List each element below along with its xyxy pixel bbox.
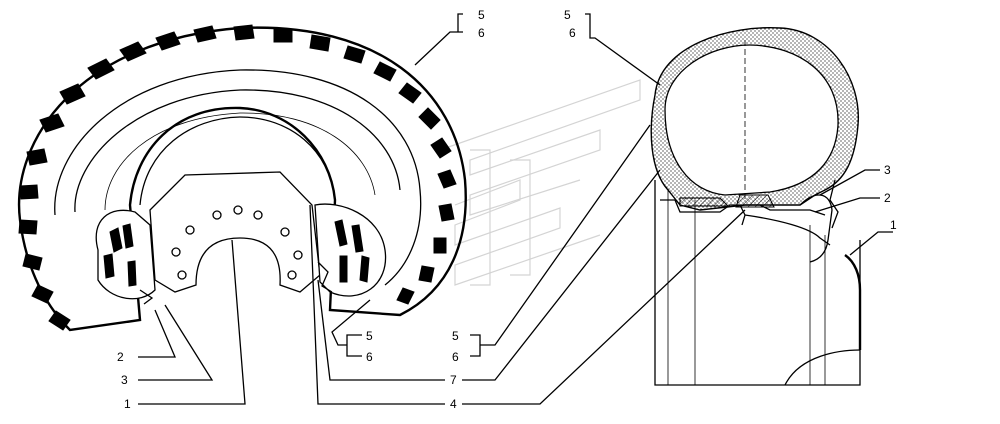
callout-3-left: 3: [121, 373, 128, 387]
callout-mid-left-6: 6: [366, 350, 373, 364]
callout-1-left: 1: [124, 397, 131, 411]
callout-mid-right-5: 5: [452, 329, 459, 343]
callout-mid-right-6: 6: [452, 350, 459, 364]
inner-tube: [664, 44, 839, 196]
callout-1-right: 1: [890, 218, 897, 232]
callout-mid-left-5: 5: [366, 329, 373, 343]
tube-section-right: [314, 203, 387, 297]
wheel-disc: [149, 171, 321, 293]
callout-3-right: 3: [884, 163, 891, 177]
callout-2-left: 2: [117, 350, 124, 364]
callout-top-right-5: 5: [564, 8, 571, 22]
callout-2-right: 2: [884, 191, 891, 205]
callout-7: 7: [450, 373, 457, 387]
callout-top-right-6: 6: [569, 26, 576, 40]
leader-lines: [138, 13, 893, 405]
background-watermark: [439, 79, 641, 286]
callout-top-left-6: 6: [478, 26, 485, 40]
tyre-cutaway-view: [17, 24, 467, 332]
tread-pattern: [18, 24, 457, 331]
tyre-cross-section-view: [650, 27, 862, 386]
callout-4: 4: [450, 397, 457, 411]
tube-section-left: [95, 209, 156, 300]
callout-labels: 5 6 5 6 5 6 5 6 2 3 1 7 4 3 2 1: [117, 8, 897, 411]
callout-top-left-5: 5: [478, 8, 485, 22]
